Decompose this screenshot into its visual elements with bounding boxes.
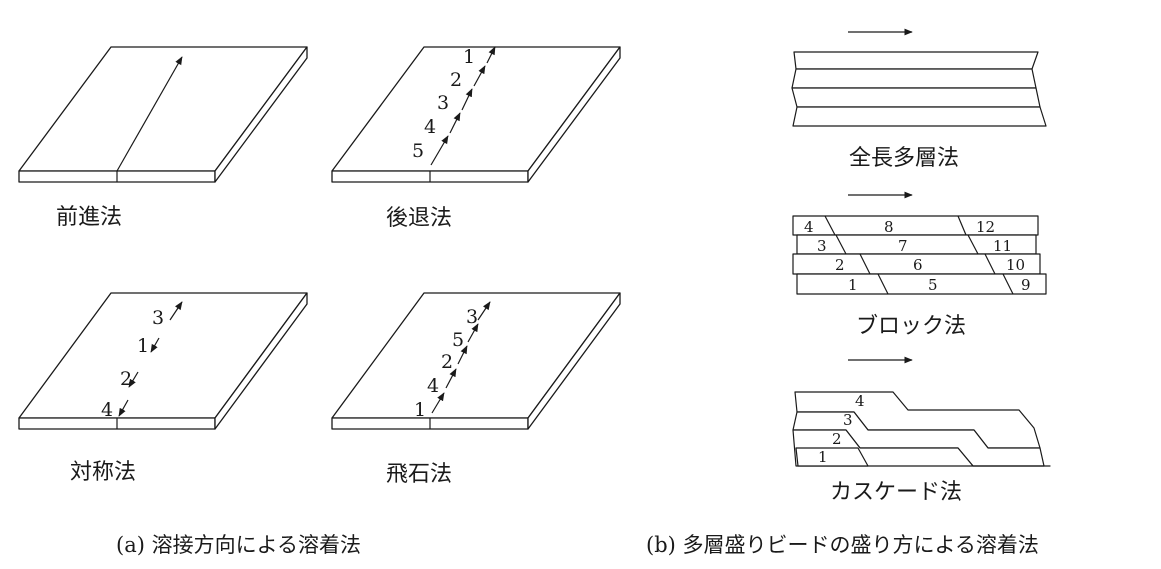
caption-b: (b) 多層盛りビードの盛り方による溶着法 (646, 533, 1039, 557)
cascade-number: 4 (855, 392, 865, 410)
block-number: 12 (976, 218, 995, 236)
step-number: 2 (441, 351, 453, 373)
cascade-number: 3 (843, 411, 853, 429)
label-block-method: ブロック法 (856, 314, 966, 339)
weld-direction-arrow (116, 56, 183, 172)
step-number: 3 (152, 307, 164, 329)
block-number: 3 (817, 237, 827, 255)
plate-forward-method (18, 46, 308, 183)
step-number: 5 (412, 140, 424, 162)
cascade-number: 1 (818, 448, 828, 466)
step-number: 3 (466, 306, 478, 328)
step-number: 2 (120, 368, 132, 390)
block-number: 6 (913, 256, 923, 274)
step-number: 4 (101, 399, 113, 421)
block-number: 9 (1021, 276, 1031, 294)
block-number: 7 (898, 237, 908, 255)
block-number: 5 (928, 276, 938, 294)
cascade-number: 2 (832, 430, 842, 448)
block-number: 8 (884, 218, 894, 236)
label-skip-method: 飛石法 (386, 462, 452, 487)
plate-skip-method (331, 292, 621, 430)
label-symmetric-method: 対称法 (70, 460, 136, 485)
step-number: 1 (414, 399, 426, 421)
block-number: 10 (1006, 256, 1025, 274)
block-number: 2 (835, 256, 845, 274)
step-number: 1 (463, 46, 475, 68)
diagram-block-method (792, 215, 1047, 295)
caption-a: (a) 溶接方向による溶着法 (116, 533, 361, 557)
diagram-full-length-multilayer (791, 51, 1047, 127)
block-number: 4 (804, 218, 814, 236)
diagram-cascade-method (792, 391, 1051, 467)
plate-symmetric-method (18, 292, 308, 430)
label-cascade-method: カスケード法 (830, 480, 962, 505)
label-forward-method: 前進法 (56, 205, 122, 230)
block-number: 11 (993, 237, 1012, 255)
plate-backstep-method (331, 46, 621, 183)
step-number: 3 (437, 92, 449, 114)
step-number: 4 (424, 116, 436, 138)
block-number: 1 (848, 276, 858, 294)
label-backstep-method: 後退法 (386, 206, 452, 231)
label-full-length-multilayer: 全長多層法 (849, 146, 959, 171)
step-number: 5 (452, 329, 464, 351)
step-number: 4 (427, 375, 439, 397)
step-number: 2 (450, 69, 462, 91)
step-number: 1 (137, 335, 149, 357)
